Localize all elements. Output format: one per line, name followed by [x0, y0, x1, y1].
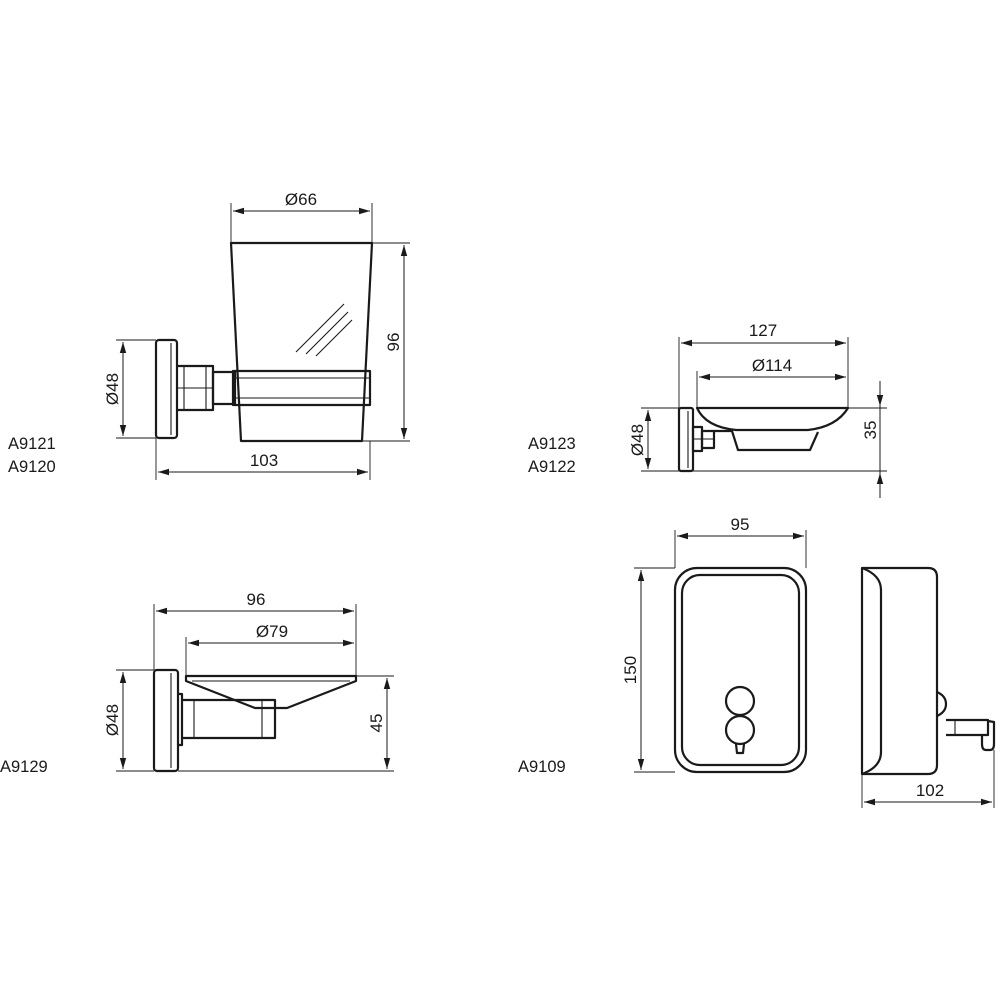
dim-length: 96 [247, 590, 266, 609]
dim-dish-diameter: Ø79 [256, 622, 288, 641]
glass-outline [229, 241, 374, 443]
arm [178, 692, 184, 747]
dim-depth: 102 [916, 781, 944, 800]
holder-ring [231, 369, 372, 407]
dispenser-front-body [673, 566, 808, 774]
product-code: A9121 [8, 435, 56, 453]
dim-dish-diameter: Ø114 [752, 356, 792, 375]
soap-dish-96-drawing: 96 Ø79 Ø48 45 A9129 [0, 590, 394, 776]
dim-wall-plate: Ø48 [628, 424, 647, 456]
dispenser-nozzle [946, 718, 990, 737]
wall-plate [154, 338, 179, 440]
dim-height: 35 [861, 421, 880, 440]
dim-length: 127 [749, 321, 777, 340]
dim-width: 95 [731, 515, 750, 534]
dispenser-front-face [680, 573, 801, 767]
dish-outline [695, 406, 850, 432]
product-code: A9122 [528, 458, 576, 476]
pump-button-upper [724, 685, 756, 717]
product-code: A9123 [528, 435, 576, 453]
tumbler-holder-drawing: Ø66 96 Ø48 103 A9121 A9120 [8, 190, 410, 480]
wall-plate [677, 406, 695, 473]
dim-height: 45 [367, 714, 386, 733]
product-code: A9120 [8, 458, 56, 476]
product-code: A9129 [0, 758, 48, 776]
dim-holder-height: 96 [384, 333, 403, 352]
dim-glass-diameter: Ø66 [285, 190, 317, 209]
dim-wall-plate: Ø48 [103, 373, 122, 405]
product-code: A9109 [518, 758, 566, 776]
pump-button-lower [724, 714, 756, 746]
dim-height: 150 [621, 656, 640, 684]
dim-wall-plate: Ø48 [103, 704, 122, 736]
dispenser-side-body [860, 566, 939, 776]
dim-projection: 103 [250, 451, 278, 470]
wall-plate [152, 668, 180, 773]
soap-dispenser-drawing: 95 150 102 A9109 [518, 515, 996, 808]
soap-dish-127-drawing: 127 Ø114 Ø48 35 A9123 A9122 [528, 321, 887, 498]
